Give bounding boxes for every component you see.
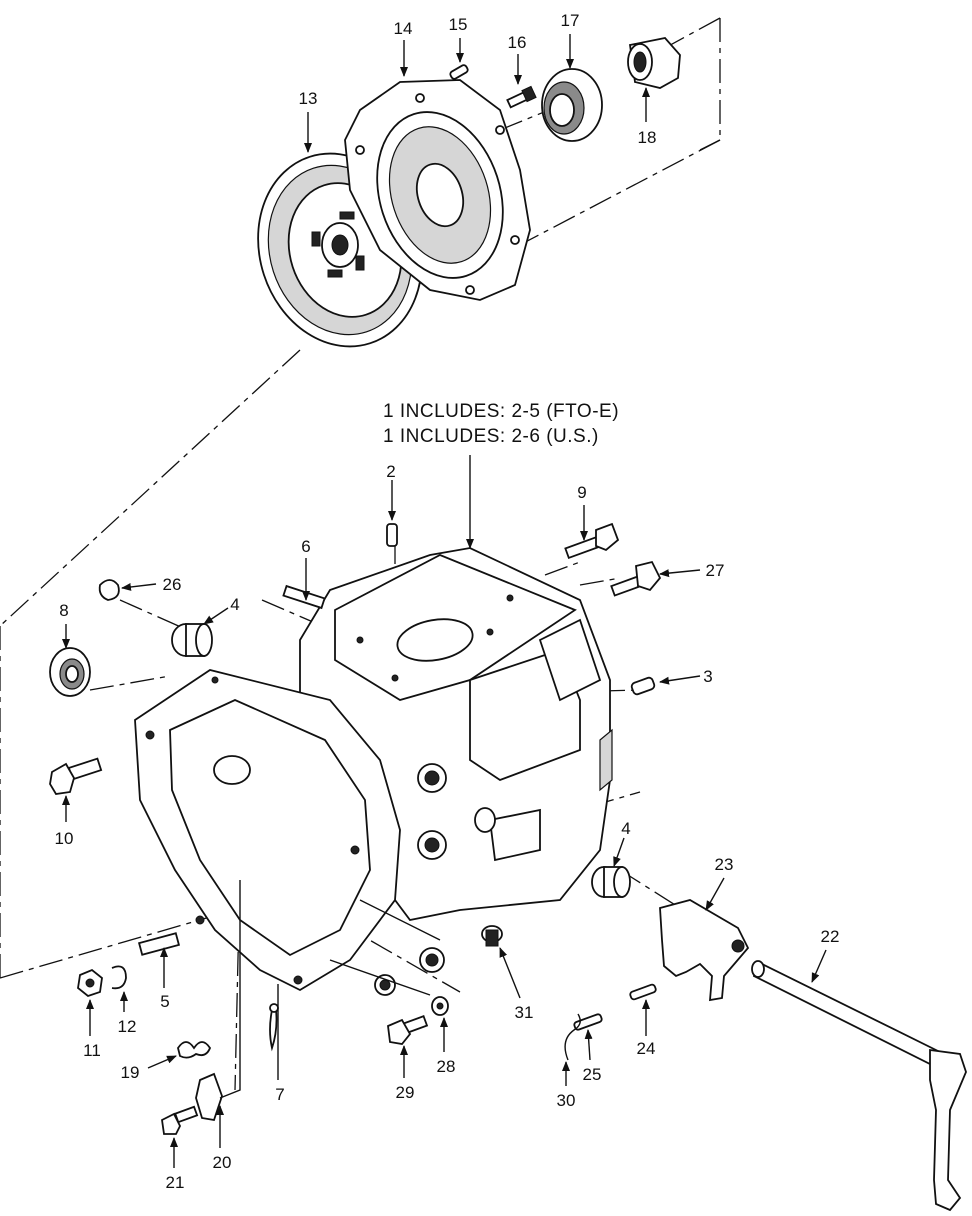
- bracket-20: [195, 1072, 223, 1122]
- callout-12: 12: [118, 1017, 137, 1036]
- callout-20: 20: [213, 1153, 232, 1172]
- includes-note-fto-e: 1 INCLUDES: 2-5 (FTO-E): [383, 401, 620, 422]
- pressure-plate: [344, 79, 531, 301]
- callout-25: 25: [583, 1065, 602, 1084]
- callout-labels: 2 3 4 4 5 6 7 8 9 10 11 12 13 14 15 16 1…: [55, 11, 840, 1192]
- lockwasher-12: [111, 965, 127, 990]
- callout-30: 30: [557, 1091, 576, 1110]
- bolt-16: [506, 85, 537, 109]
- callout-2: 2: [386, 462, 395, 481]
- callout-7: 7: [275, 1085, 284, 1104]
- cross-shaft: [751, 960, 967, 1212]
- callout-21: 21: [166, 1173, 185, 1192]
- stud-5: [137, 932, 181, 956]
- callout-15: 15: [449, 15, 468, 34]
- bushing-upper: [171, 623, 213, 657]
- dowel-pin-2: [386, 523, 398, 547]
- bolt-10: [49, 757, 103, 795]
- callout-24: 24: [637, 1039, 656, 1058]
- callout-10: 10: [55, 829, 74, 848]
- callout-8: 8: [59, 601, 68, 620]
- callout-14: 14: [394, 19, 413, 38]
- washer-28: [431, 996, 449, 1016]
- callout-leaders: [62, 34, 827, 1168]
- release-bearing: [541, 68, 603, 142]
- callout-4-lower: 4: [621, 819, 630, 838]
- callout-17: 17: [561, 11, 580, 30]
- callout-29: 29: [396, 1083, 415, 1102]
- callout-26: 26: [163, 575, 182, 594]
- clutch-housing: [134, 547, 613, 996]
- bearing-carrier: [627, 37, 681, 89]
- cotter-pin-7: [269, 1003, 279, 1052]
- roll-pin-15: [449, 64, 469, 80]
- roll-pin-25: [573, 1013, 603, 1031]
- callout-11: 11: [83, 1041, 101, 1060]
- nut-11: [77, 968, 103, 998]
- spring-19: [177, 1041, 212, 1059]
- spring-clip-26: [98, 579, 120, 601]
- callout-6: 6: [301, 537, 310, 556]
- roll-pin-24: [629, 983, 657, 1001]
- dowel-pin-3: [630, 676, 656, 696]
- bolt-9: [564, 522, 620, 560]
- bushing-lower: [591, 866, 631, 898]
- wire-30: [564, 1013, 581, 1061]
- callout-9: 9: [577, 483, 586, 502]
- callout-22: 22: [821, 927, 840, 946]
- callout-13: 13: [299, 89, 318, 108]
- callout-4-upper: 4: [230, 595, 239, 614]
- callout-31: 31: [515, 1003, 534, 1022]
- callout-27: 27: [706, 561, 725, 580]
- callout-18: 18: [638, 128, 657, 147]
- plug-31: [481, 925, 503, 947]
- callout-28: 28: [437, 1057, 456, 1076]
- callout-23: 23: [715, 855, 734, 874]
- callout-16: 16: [508, 33, 527, 52]
- bolt-27: [610, 560, 662, 597]
- bolt-21: [161, 1105, 199, 1135]
- stud-6: [282, 584, 326, 610]
- bolt-29: [387, 1015, 429, 1045]
- release-fork: [659, 899, 750, 1002]
- callout-3: 3: [703, 667, 712, 686]
- callout-5: 5: [160, 992, 169, 1011]
- callout-19: 19: [121, 1063, 140, 1082]
- includes-note-us: 1 INCLUDES: 2-6 (U.S.): [383, 426, 599, 447]
- oil-seal-8: [49, 647, 91, 697]
